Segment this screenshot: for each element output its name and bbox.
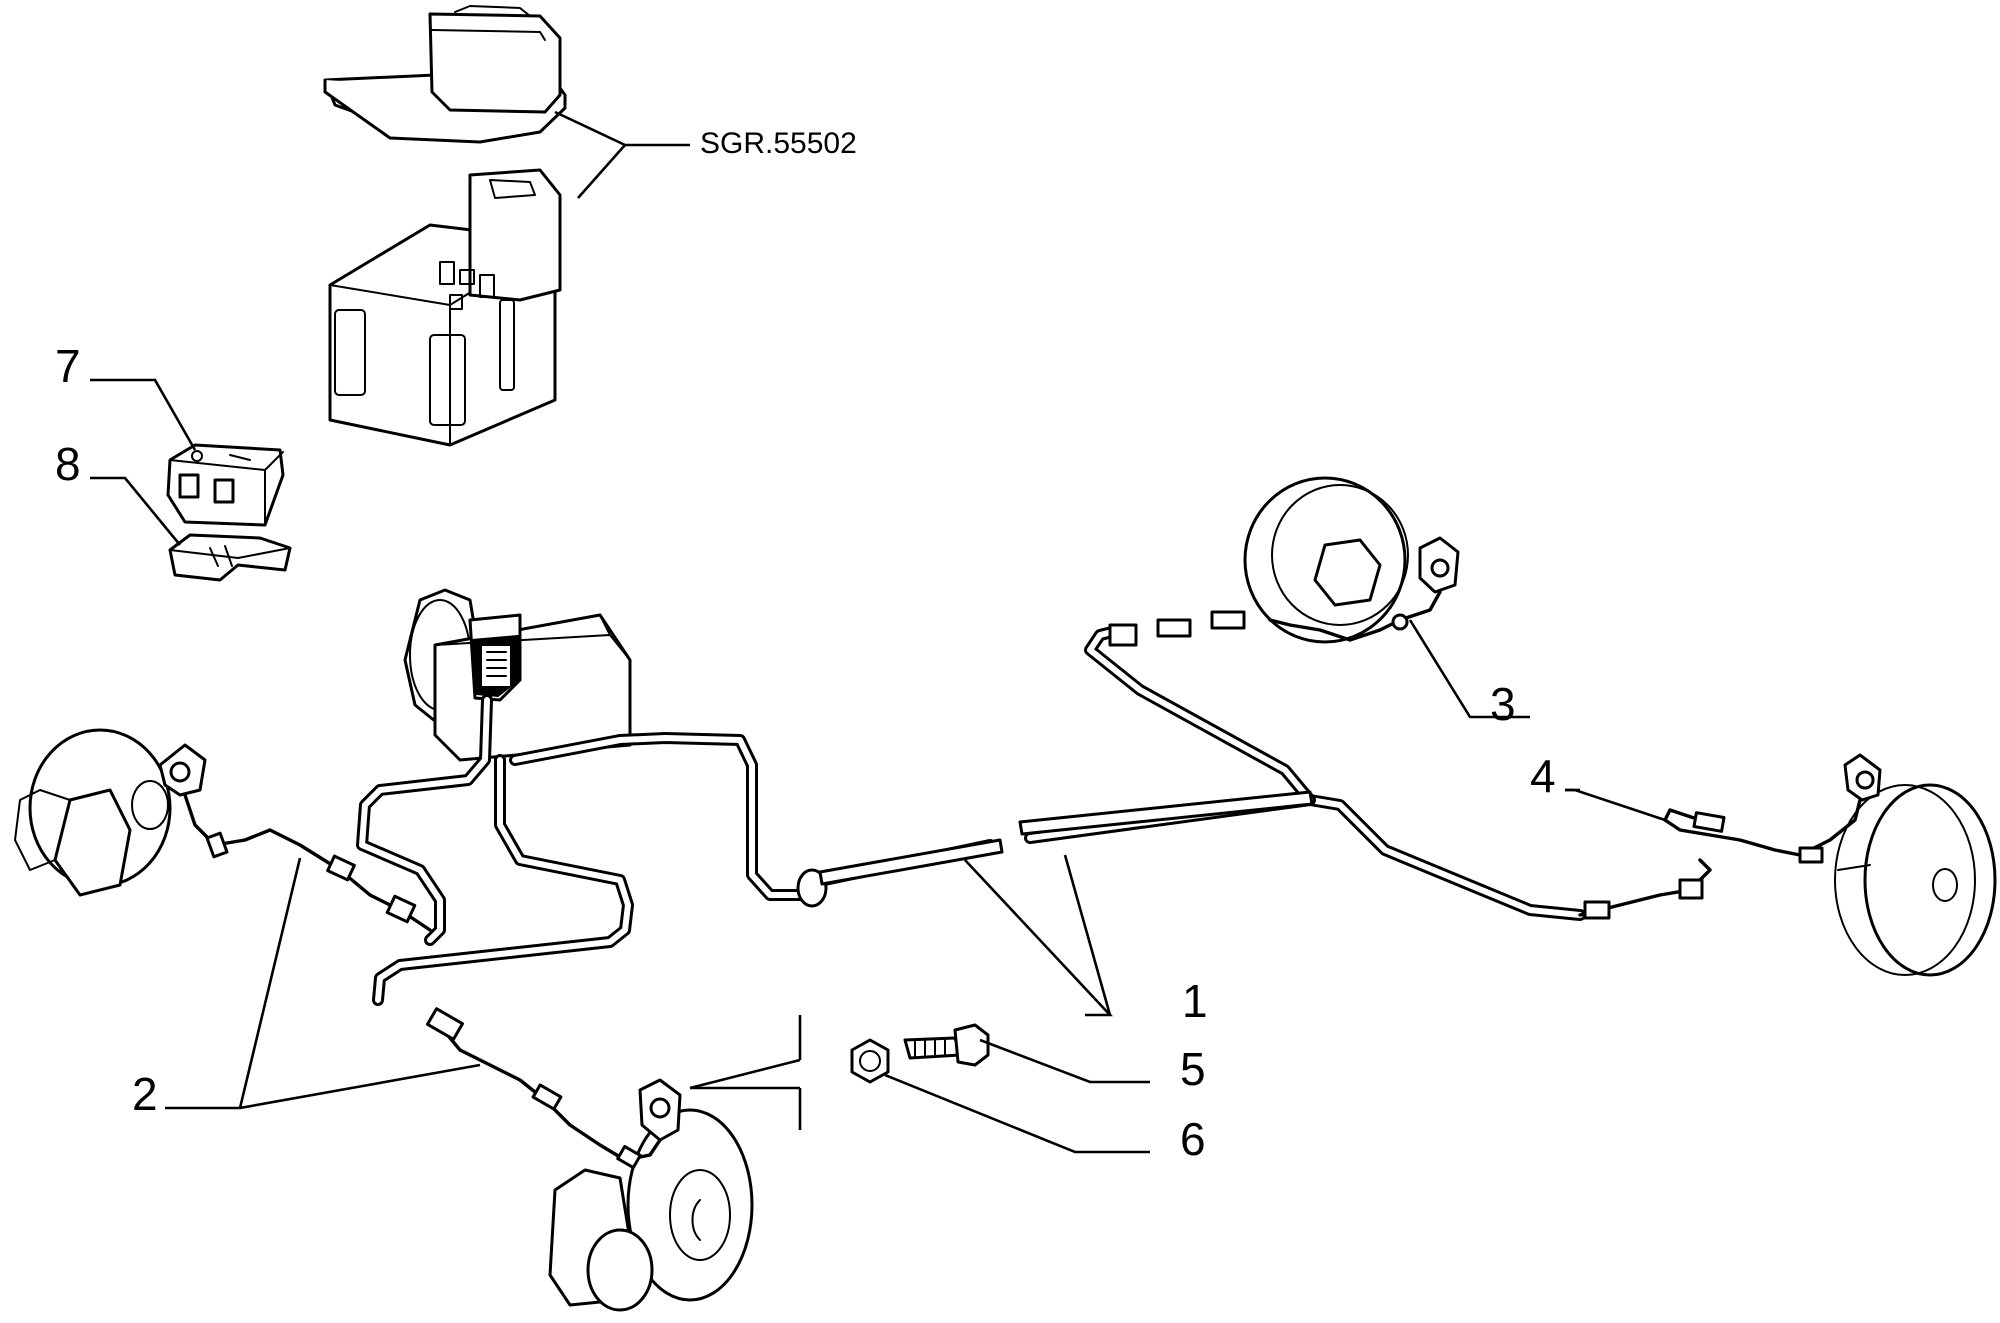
callout-1: 1 xyxy=(1182,975,1208,1027)
callout-2: 2 xyxy=(132,1068,158,1120)
callout-8: 8 xyxy=(55,438,81,490)
relay-part xyxy=(166,443,285,527)
fuse-part xyxy=(168,533,292,582)
callout-5: 5 xyxy=(1180,1043,1206,1095)
abs-unit xyxy=(403,588,632,762)
callout-6: 6 xyxy=(1180,1113,1206,1165)
sensor-front-left xyxy=(158,743,432,932)
sensor-rear-right xyxy=(1578,753,1882,920)
front-right-wheel xyxy=(548,1108,754,1312)
sensor-front-right xyxy=(426,1007,682,1170)
callouts: 1 2 3 4 5 6 7 8 xyxy=(55,340,1556,1165)
rear-right-wheel xyxy=(1834,783,1997,977)
callout-4: 4 xyxy=(1530,750,1556,802)
leader-lines xyxy=(90,378,1666,1154)
harness-pipes xyxy=(356,624,1586,1006)
nut-part xyxy=(850,1038,890,1084)
rear-left-wheel xyxy=(1243,476,1409,644)
callout-7: 7 xyxy=(55,340,81,392)
front-left-wheel xyxy=(14,728,172,897)
fuse-box-body xyxy=(328,168,562,447)
fuse-box-cover xyxy=(323,5,567,144)
callout-3: 3 xyxy=(1490,678,1516,730)
reference-label: SGR.55502 xyxy=(700,127,857,160)
reference-leader: SGR.55502 xyxy=(554,110,857,199)
bolt-part xyxy=(903,1023,990,1067)
sensor-rear-left xyxy=(1108,536,1460,647)
